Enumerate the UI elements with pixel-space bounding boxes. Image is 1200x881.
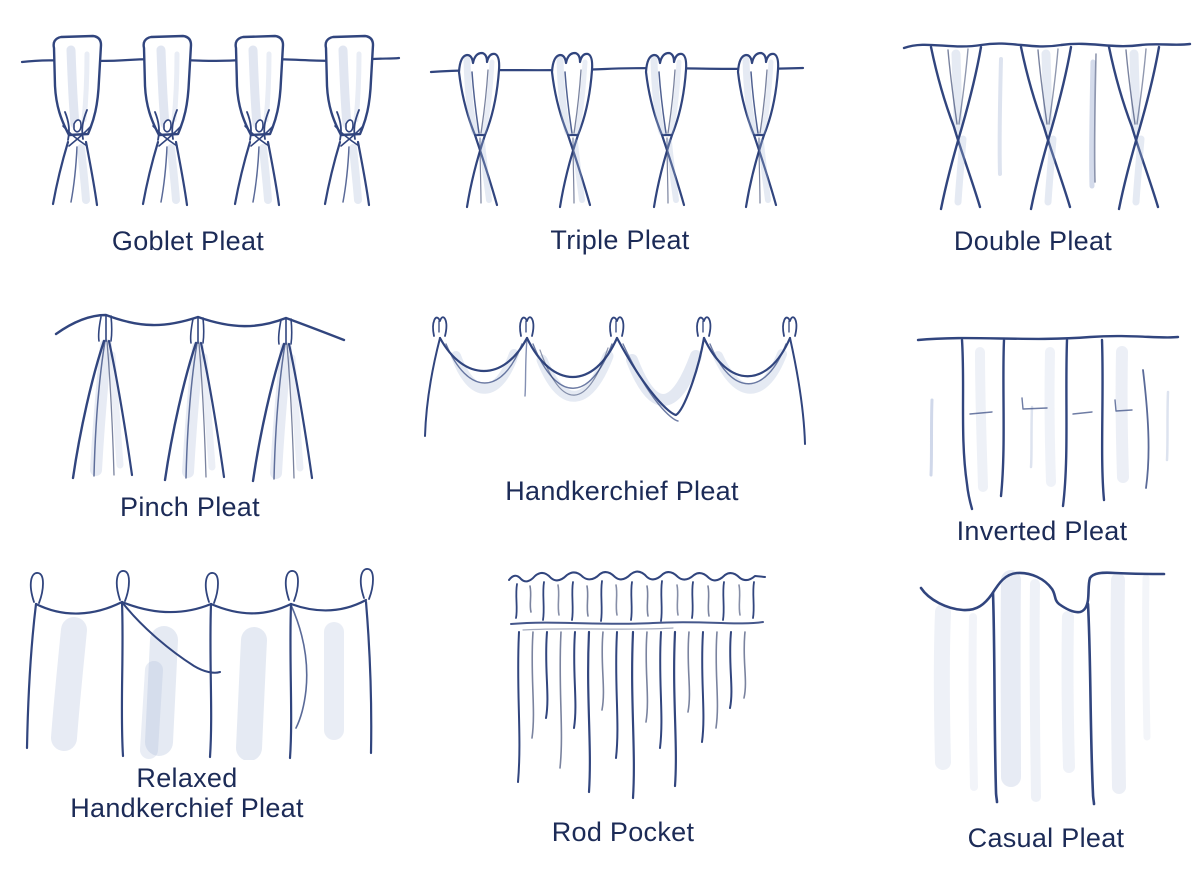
relaxed-handkerchief-pleat-label: Relaxed Handkerchief Pleat bbox=[37, 763, 337, 823]
relaxed-handkerchief-pleat-illustration bbox=[25, 568, 374, 760]
goblet-pleat-label: Goblet Pleat bbox=[111, 226, 265, 256]
handkerchief-pleat-label: Handkerchief Pleat bbox=[505, 476, 739, 506]
double-pleat-label: Double Pleat bbox=[953, 226, 1113, 256]
rod-pocket-illustration bbox=[508, 570, 766, 800]
inverted-pleat-label: Inverted Pleat bbox=[956, 516, 1128, 546]
triple-pleat-illustration bbox=[429, 14, 805, 209]
pinch-pleat-label: Pinch Pleat bbox=[120, 492, 260, 522]
casual-pleat-label: Casual Pleat bbox=[967, 823, 1125, 853]
triple-pleat-label: Triple Pleat bbox=[550, 225, 690, 255]
inverted-pleat-illustration bbox=[916, 334, 1180, 511]
handkerchief-pleat-illustration bbox=[424, 316, 806, 445]
pinch-pleat-illustration bbox=[54, 284, 346, 484]
relaxed-label-line2: Handkerchief Pleat bbox=[70, 793, 304, 823]
double-pleat-illustration bbox=[902, 42, 1192, 214]
relaxed-label-line1: Relaxed bbox=[136, 763, 238, 793]
goblet-pleat-illustration bbox=[20, 8, 401, 208]
rod-pocket-label: Rod Pocket bbox=[551, 817, 695, 847]
casual-pleat-illustration bbox=[919, 570, 1166, 806]
